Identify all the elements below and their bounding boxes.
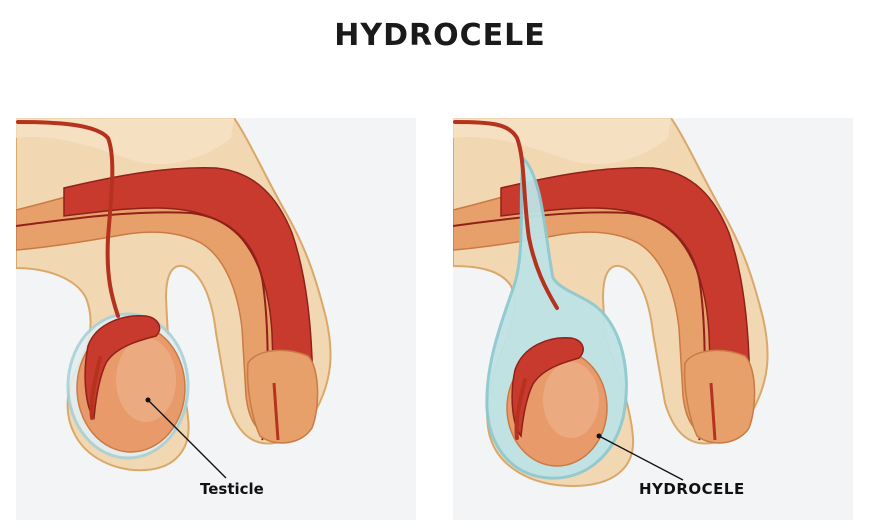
hydrocele-leader-dot	[596, 433, 602, 439]
hydrocele-illustration	[453, 118, 769, 488]
testicle-leader-line	[147, 399, 227, 479]
glans	[246, 349, 319, 444]
diagram-title: HYDROCELE	[334, 18, 546, 53]
vas-deferens-lower	[514, 378, 527, 440]
glans	[683, 349, 756, 444]
testicle-highlight	[543, 362, 599, 438]
normal-anatomy-panel: Testicle	[16, 118, 416, 520]
vas-deferens	[16, 120, 120, 318]
glans-center	[272, 382, 280, 441]
testicle-label: Testicle	[200, 480, 264, 498]
glans-center	[709, 382, 717, 441]
hydrocele-leader-line	[598, 435, 684, 481]
normal-anatomy-illustration	[16, 118, 332, 479]
skin-highlight	[16, 118, 234, 165]
hydrocele-label: HYDROCELE	[639, 480, 745, 498]
vas-deferens-lower	[89, 356, 102, 420]
testicle-highlight	[116, 338, 176, 422]
vas-deferens	[453, 120, 559, 310]
hydrocele-panel: HYDROCELE	[453, 118, 853, 520]
testicle-leader-dot	[145, 397, 151, 403]
